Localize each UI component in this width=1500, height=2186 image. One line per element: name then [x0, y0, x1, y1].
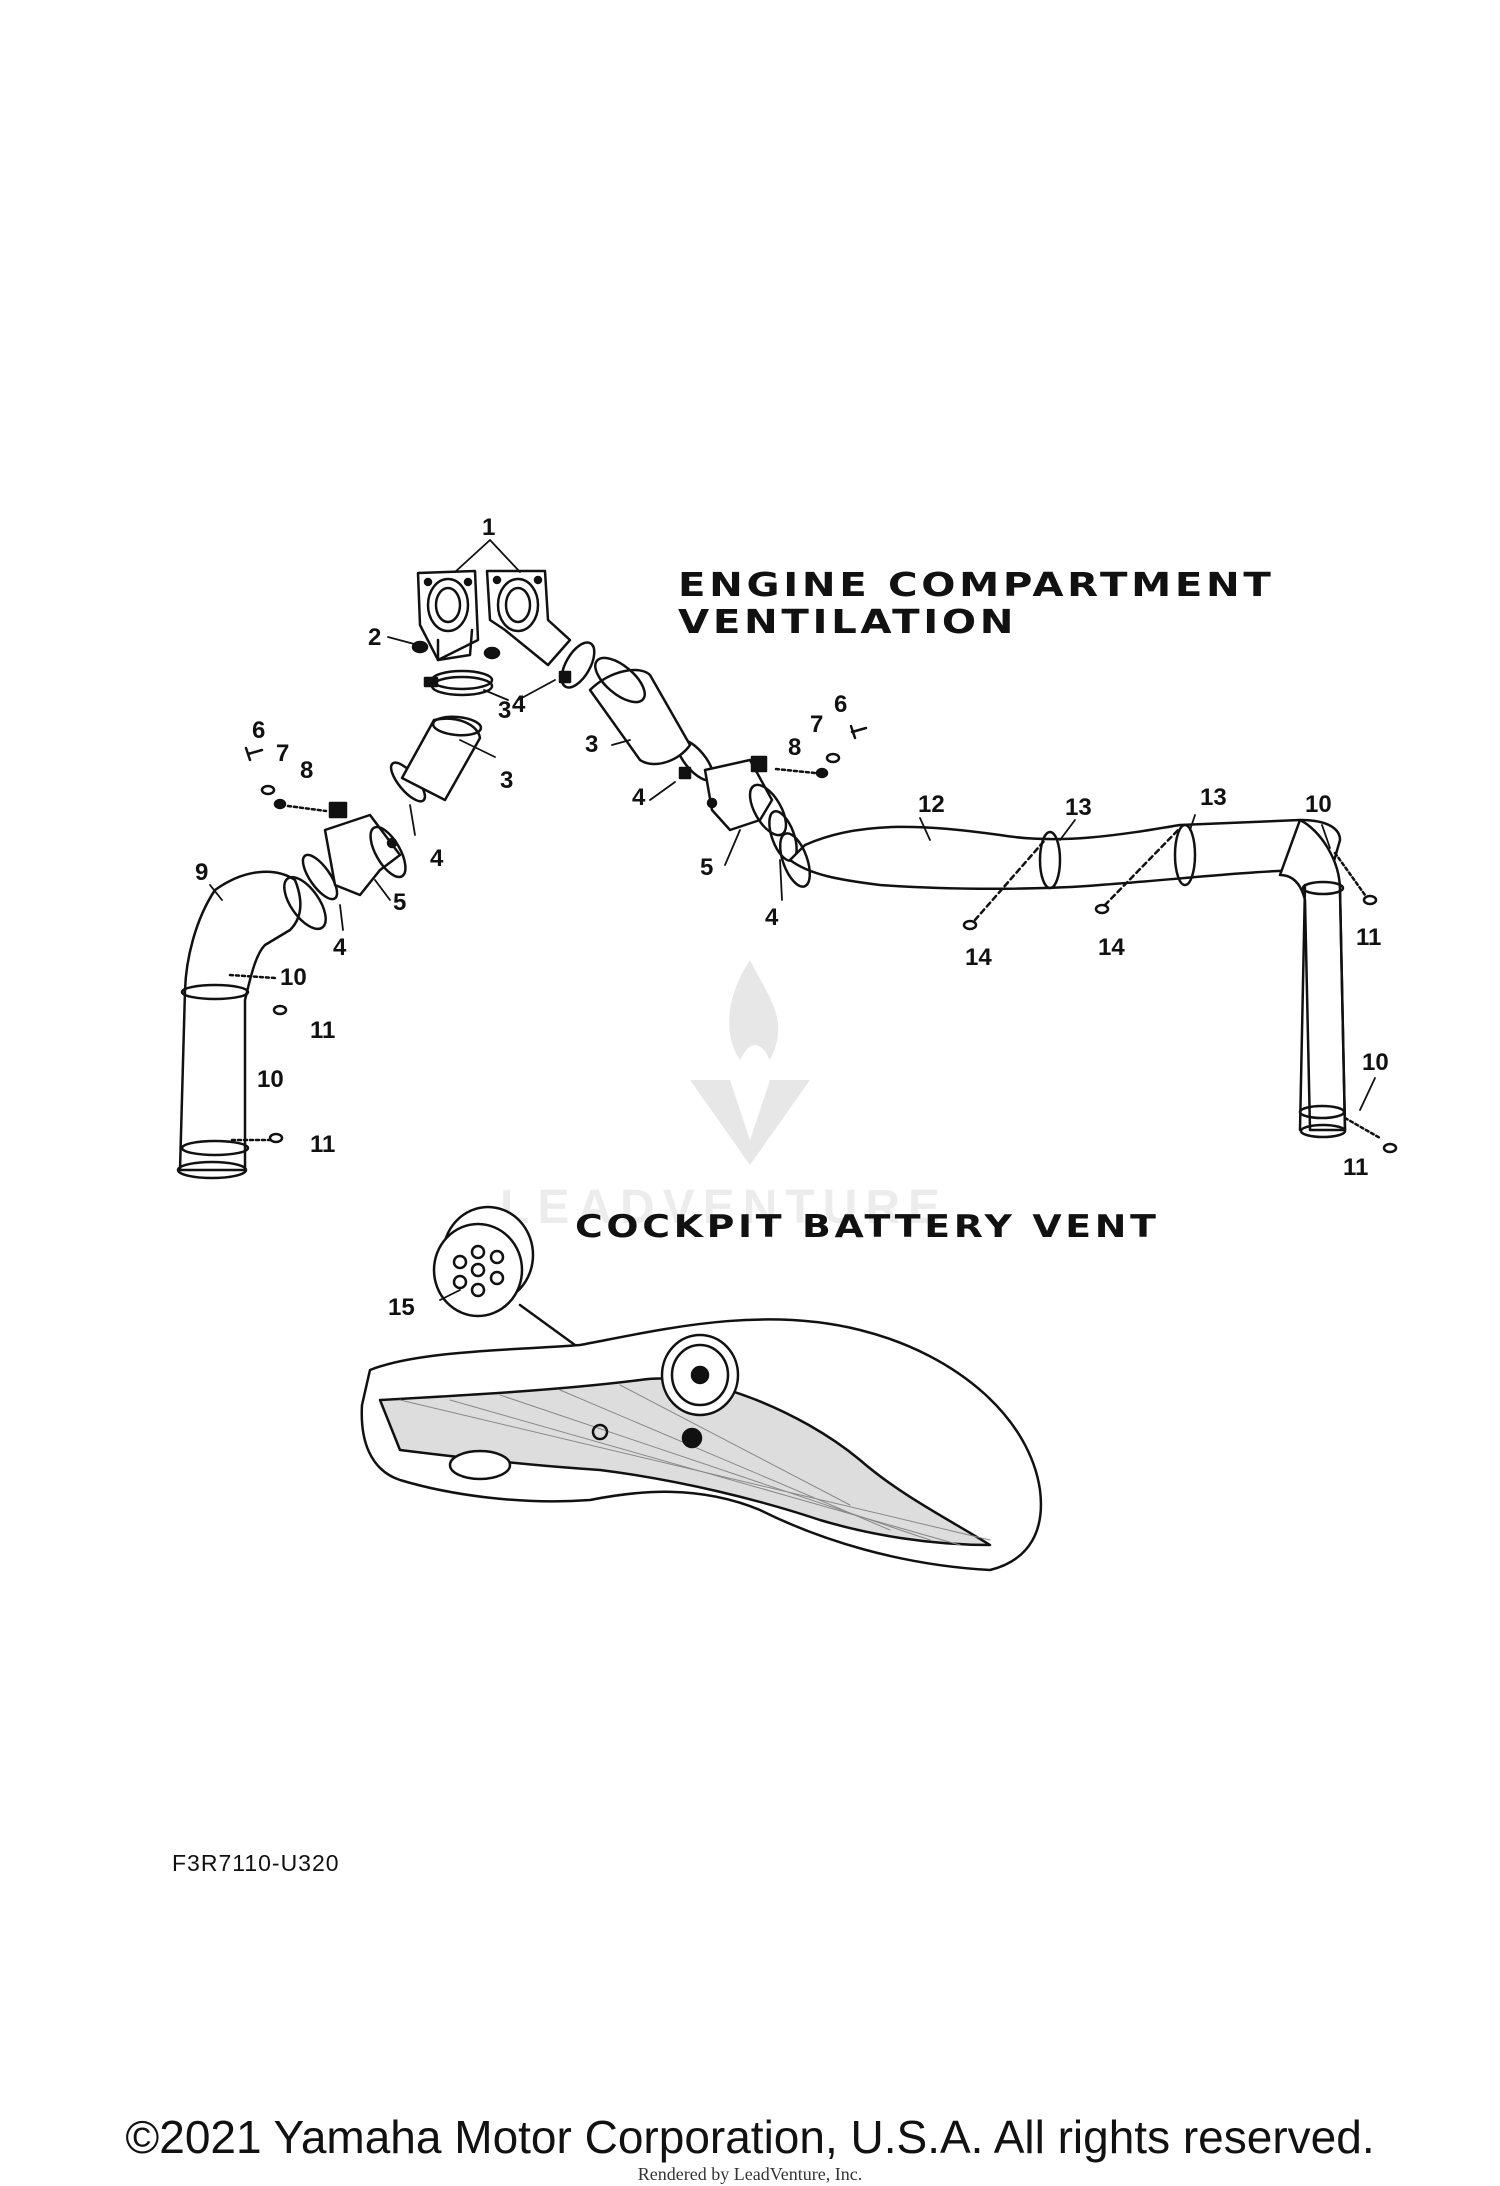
callout-14-a: 14 — [965, 944, 992, 971]
ties-and-screws — [228, 826, 1398, 1154]
callout-10-a: 10 — [280, 964, 307, 991]
callout-10-c: 10 — [1305, 791, 1332, 818]
watermark-text: LEADVENTURE — [500, 1181, 949, 1234]
callout-3-right: 3 — [585, 731, 598, 758]
callout-11-a: 11 — [310, 1017, 335, 1044]
callout-9: 9 — [195, 859, 208, 886]
copyright-notice: ©2021 Yamaha Motor Corporation, U.S.A. A… — [125, 2111, 1375, 2163]
callout-7-right: 7 — [810, 711, 823, 738]
callout-10-d: 10 — [1362, 1049, 1389, 1076]
callout-3-left: 3 — [498, 697, 511, 724]
callout-4-e: 4 — [765, 904, 779, 931]
callout-8-left: 8 — [300, 757, 313, 784]
callout-4-d: 4 — [333, 934, 347, 961]
duct-adapter-right — [703, 755, 788, 837]
title-cockpit-battery-vent: COCKPIT BATTERY VENT — [575, 1209, 1160, 1245]
callout-10-b: 10 — [257, 1066, 284, 1093]
hose-9-elbow — [176, 870, 327, 1180]
rendered-by-notice: Rendered by LeadVenture, Inc. — [637, 2164, 863, 2184]
hose-12-long — [778, 818, 1342, 890]
callout-13-a: 13 — [1065, 794, 1092, 821]
callout-11-b: 11 — [310, 1131, 335, 1158]
callout-5-right: 5 — [700, 854, 713, 881]
title-engine-compartment: ENGINE COMPARTMENT — [678, 565, 1275, 604]
callout-2: 2 — [368, 624, 381, 651]
fasteners-left — [244, 746, 328, 813]
cockpit-hull — [360, 1318, 1043, 1572]
title-ventilation: VENTILATION — [678, 602, 1018, 641]
callout-15: 15 — [388, 1294, 415, 1321]
vent-cover-right — [485, 569, 572, 667]
callout-numbers: 1 2 3 3 3 4 4 4 4 4 5 5 6 6 7 7 8 8 9 10… — [195, 514, 1389, 1321]
duct-adapter-left — [323, 801, 407, 897]
callout-6-left: 6 — [252, 717, 265, 744]
callout-6-right: 6 — [834, 691, 847, 718]
leadventure-logo-watermark — [690, 960, 810, 1165]
hose-3-right — [588, 656, 692, 766]
callout-11-d: 11 — [1343, 1154, 1368, 1181]
callout-5-left: 5 — [393, 889, 406, 916]
callout-8-right: 8 — [788, 734, 801, 761]
callout-11-c: 11 — [1356, 924, 1381, 951]
vent-cover-left — [416, 569, 480, 662]
callout-3-left-lower: 3 — [500, 767, 513, 794]
callout-4-c: 4 — [430, 845, 444, 872]
callout-7-left: 7 — [276, 740, 289, 767]
fasteners-right — [774, 724, 868, 779]
hose-right-elbow — [1278, 818, 1347, 1139]
callout-13-b: 13 — [1200, 784, 1227, 811]
diagram-part-code: F3R7110-U320 — [172, 1850, 340, 1876]
hose-3-left — [400, 715, 483, 802]
callout-14-b: 14 — [1098, 934, 1125, 961]
callout-4-a: 4 — [512, 691, 526, 718]
callout-leaders — [209, 539, 1376, 1301]
callout-1: 1 — [482, 514, 495, 541]
callout-12: 12 — [918, 791, 945, 818]
callout-4-b: 4 — [632, 784, 646, 811]
